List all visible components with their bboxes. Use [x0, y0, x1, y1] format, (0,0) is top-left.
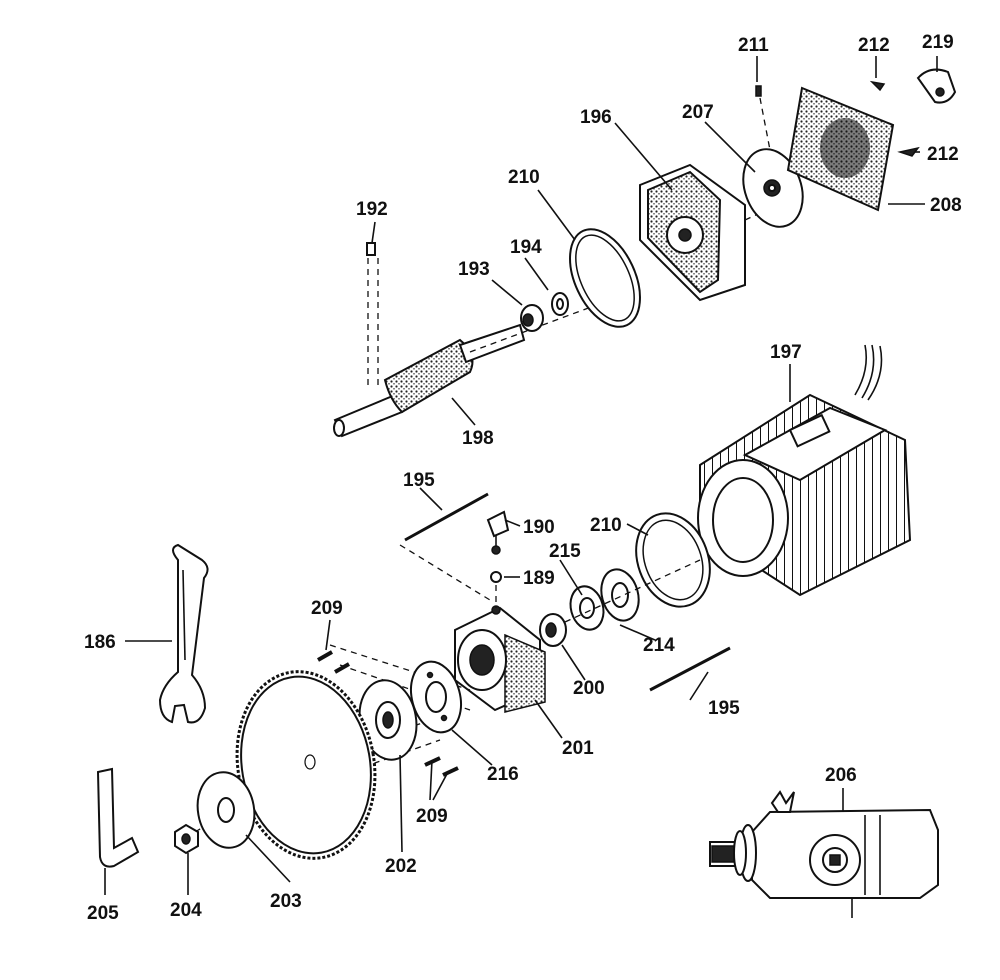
- part-209-screws-upper: [317, 650, 350, 674]
- label-203: 203: [270, 891, 302, 912]
- part-212-screw-upper: [869, 80, 886, 92]
- part-211-clip: [755, 85, 762, 97]
- label-196: 196: [580, 107, 612, 128]
- part-209-screws-lower: [424, 756, 459, 777]
- label-210-upper: 210: [508, 167, 540, 188]
- part-190-bracket: [486, 510, 510, 555]
- leader-lines: [104, 56, 938, 895]
- part-193-bearing: [520, 304, 544, 332]
- part-215-gasket: [569, 585, 605, 631]
- part-210-belt-lower: [635, 512, 711, 608]
- label-197: 197: [770, 342, 802, 363]
- label-216: 216: [487, 764, 519, 785]
- label-212-upper: 212: [858, 35, 890, 56]
- label-205: 205: [87, 903, 119, 924]
- label-190: 190: [523, 517, 555, 538]
- label-206: 206: [825, 765, 857, 786]
- part-201-gear-housing: [454, 605, 546, 713]
- label-189: 189: [523, 568, 555, 589]
- part-195-rod-upper: [399, 492, 491, 601]
- label-204: 204: [170, 900, 202, 921]
- label-207: 207: [682, 102, 714, 123]
- part-202-inner-flange: [358, 679, 418, 761]
- label-211: 211: [738, 35, 769, 56]
- label-212-lower: 212: [927, 144, 959, 165]
- part-205-hex-key: [96, 767, 140, 868]
- part-200-bearing: [539, 613, 567, 647]
- label-208: 208: [930, 195, 962, 216]
- label-219: 219: [922, 32, 954, 53]
- part-192-key: [366, 242, 379, 388]
- label-194: 194: [510, 237, 542, 258]
- label-209-lower: 209: [416, 806, 448, 827]
- part-208-guard: [786, 86, 895, 212]
- part-198-armature: [333, 299, 611, 438]
- label-186: 186: [84, 632, 116, 653]
- part-214-flange: [600, 568, 640, 622]
- part-210-belt-top: [569, 228, 641, 328]
- part-196-fan-housing: [639, 163, 801, 302]
- part-189-nut: [490, 571, 502, 608]
- part-203-outer-flange: [196, 771, 256, 849]
- label-202: 202: [385, 856, 417, 877]
- label-200: 200: [573, 678, 605, 699]
- part-204-nut: [174, 823, 199, 855]
- label-201: 201: [562, 738, 594, 759]
- part-186-wrench: [158, 543, 209, 724]
- label-198: 198: [462, 428, 494, 449]
- part-219-tag: [916, 68, 957, 104]
- part-203-saw-blade: [235, 670, 377, 860]
- label-210-lower: 210: [590, 515, 622, 536]
- label-193: 193: [458, 259, 490, 280]
- part-206-motor-assembly: [709, 790, 939, 918]
- label-195-upper: 195: [403, 470, 435, 491]
- part-197-motor-housing: [697, 344, 912, 597]
- part-labels: 211 212 219 207 196 212 208 210 192 194 …: [84, 32, 962, 924]
- label-214: 214: [643, 635, 675, 656]
- part-195-rod-lower: [649, 646, 731, 692]
- label-192: 192: [356, 199, 388, 220]
- label-209-upper: 209: [311, 598, 343, 619]
- part-194-washer: [551, 292, 569, 316]
- label-215: 215: [549, 541, 581, 562]
- label-195-lower: 195: [708, 698, 740, 719]
